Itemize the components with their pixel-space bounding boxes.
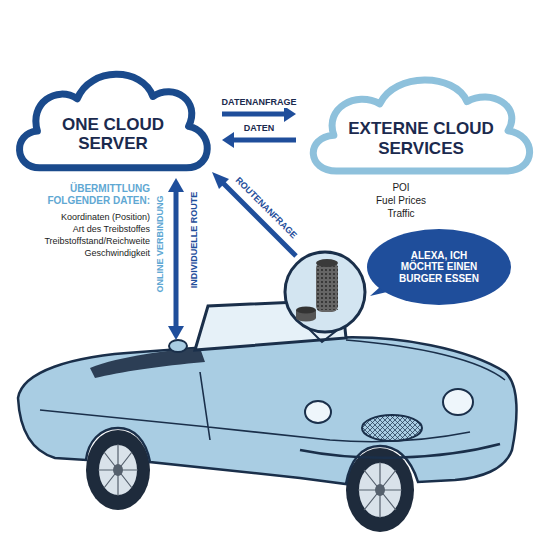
edge-label: DATEN	[243, 123, 275, 134]
cloud-title: ONE CLOUD SERVER	[48, 115, 178, 154]
cloud-title: EXTERNE CLOUD SERVICES	[346, 119, 496, 158]
request-label: ROUTENANFRAGE	[233, 175, 299, 241]
headlight	[305, 401, 331, 423]
data-arrow	[222, 132, 296, 148]
data-item: Koordinaten (Position)	[10, 212, 150, 223]
data-heading: ÜBERMITTLUNG FOLGENDER DATEN:	[25, 183, 150, 207]
body-line	[40, 340, 505, 442]
service-item: Fuel Prices	[280, 195, 522, 207]
text-area: ONE CLOUD SERVER	[8, 103, 218, 165]
data-item: Treibstoffstand/Reichweite	[10, 236, 150, 247]
grille	[362, 415, 422, 441]
route-label: INDIVIDUELLE ROUTE	[189, 192, 200, 289]
headlight	[443, 389, 473, 415]
edge-label: DATENANFRAGE	[221, 97, 298, 108]
bumper	[300, 444, 500, 458]
text-area: EXTERNE CLOUD SERVICES	[300, 108, 540, 169]
mirror	[169, 340, 187, 352]
cloud-node: ONE CLOUD SERVER	[8, 62, 218, 177]
service-item: POI	[280, 182, 522, 194]
wheel	[346, 448, 414, 532]
cloud-node: EXTERNE CLOUD SERVICESPOIFuel PricesTraf…	[300, 68, 540, 180]
data-arrow	[222, 106, 296, 122]
online-arrow	[168, 178, 184, 340]
alexa-magnifier	[285, 252, 365, 342]
data-item: Geschwindigkeit	[10, 248, 150, 259]
car-cockpit	[90, 348, 205, 378]
connection-label: ONLINE VERBINDUNG	[155, 195, 166, 292]
data-item: Art des Treibstoffes	[10, 224, 150, 235]
speech-text: ALEXA, ICH MÖCHTE EINEN BURGER ESSEN	[391, 250, 487, 285]
service-item: Traffic	[280, 208, 522, 220]
speech-bubble: ALEXA, ICH MÖCHTE EINEN BURGER ESSEN	[366, 228, 512, 306]
car-body	[18, 337, 516, 484]
wheel	[86, 430, 150, 510]
route-request-arrow	[212, 172, 296, 256]
text-area: ALEXA, ICH MÖCHTE EINEN BURGER ESSEN	[366, 228, 512, 306]
